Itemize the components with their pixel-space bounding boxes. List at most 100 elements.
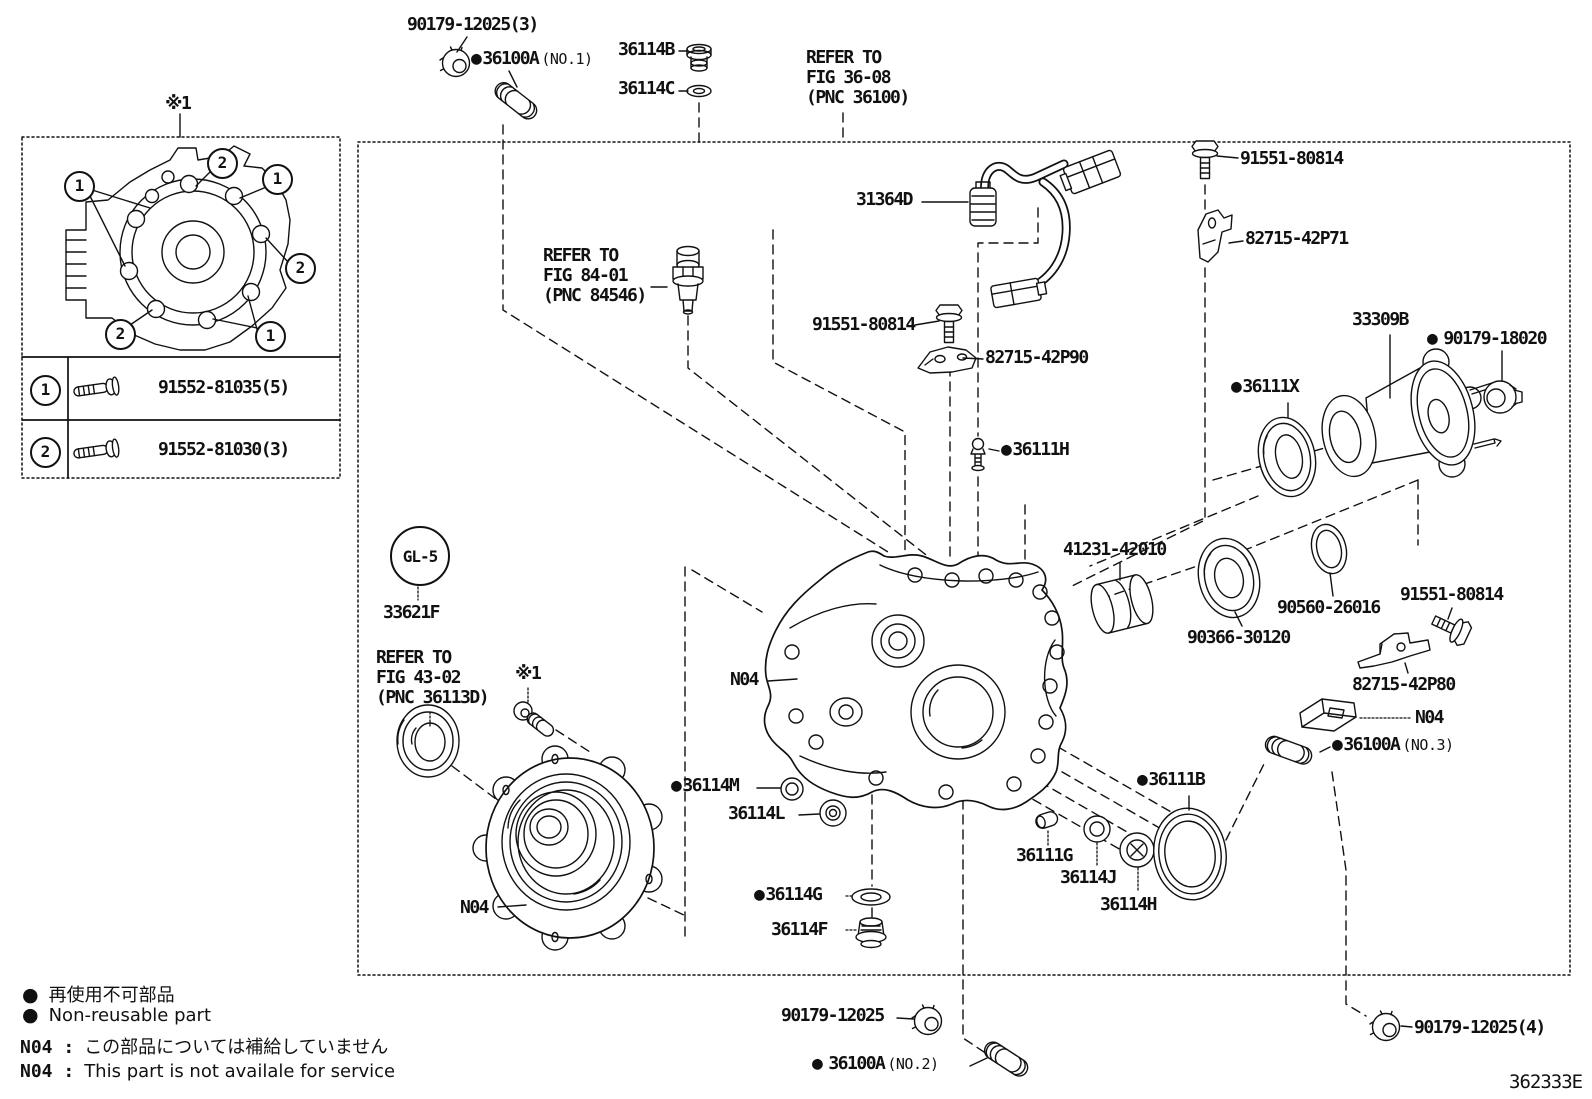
oil-seal-36113d [396, 704, 460, 778]
label-36114l: 36114L [728, 803, 786, 824]
label-n04-housing: N04 [730, 669, 760, 690]
nut-icon [911, 1004, 943, 1036]
label-90179-12025: 90179-12025 [781, 1005, 885, 1026]
non-reusable-dot: ● [754, 884, 765, 905]
bracket-42p80-icon [1357, 632, 1431, 669]
pin-36111g-icon [1035, 811, 1059, 829]
label-90179-18020: ●90179-18020 [1427, 328, 1548, 349]
bracket-42p90-icon [917, 346, 977, 374]
label-36114b: 36114B [618, 39, 676, 60]
leader-lines [417, 36, 1503, 1067]
label-36111h: ●36111H [1001, 440, 1070, 460]
label-91551-80814-top: 91551-80814 [1240, 148, 1344, 169]
label-36111x: ●36111X [1231, 376, 1300, 397]
label-n04-cover: N04 [460, 897, 490, 918]
non-reusable-dot: ● [1137, 769, 1148, 790]
ref-line: FIG 84-01 [543, 265, 629, 286]
breather-n04-icon [1299, 698, 1357, 732]
bolt-star1-icon [513, 701, 555, 737]
part-number: 36100A [1343, 734, 1401, 755]
nut-icon [439, 46, 471, 78]
label-33621f: 33621F [383, 602, 441, 623]
non-reusable-dot: ● [1332, 734, 1343, 755]
part-number: 36100A [828, 1053, 886, 1074]
label-31364d: 31364D [856, 189, 914, 210]
non-reusable-dot: ● [1427, 328, 1438, 349]
label-90179-12025-3: 90179-12025(3) [407, 14, 539, 35]
legend-row-1-part: 91552-81035(5) [158, 377, 290, 398]
callout-bolt-1: 1 [64, 171, 95, 202]
oil-grade-badge: GL-5 [390, 526, 450, 586]
part-number: 36114G [765, 884, 823, 905]
oil-seal-36111b-icon [1153, 807, 1227, 901]
rear-cover [472, 745, 663, 951]
ref-note-fig-84-01: REFER TO FIG 84-01 (PNC 84546) [543, 245, 647, 306]
label-36100a-no1: ●36100A(NO.1) [471, 49, 593, 69]
oil-seal-36111x-icon [1257, 416, 1317, 498]
flange-bolt-icon [935, 304, 963, 344]
label-36111g: 36111G [1016, 845, 1074, 866]
part-number: 36111B [1148, 769, 1206, 790]
washer-90560-icon [1310, 523, 1348, 575]
label-36100a-no3: ●36100A(NO.3) [1332, 735, 1454, 755]
ref-line: REFER TO [376, 647, 452, 668]
ring-36114j-icon [1083, 815, 1111, 843]
part-number: 36114M [682, 775, 740, 796]
label-90560-26016: 90560-26016 [1277, 597, 1381, 618]
legend-row-2-number: 2 [30, 437, 61, 468]
gasket-36114c-icon [686, 84, 712, 98]
label-36114m: ●36114M [671, 775, 740, 796]
label-91551-80814-right: 91551-80814 [1400, 584, 1504, 605]
note-text: 再使用不可部品 [48, 985, 175, 1006]
part-number-suffix: (NO.2) [887, 1055, 939, 1073]
non-reusable-dot: ● [471, 48, 482, 69]
callout-bolt-2: 2 [105, 319, 136, 350]
ref-line: REFER TO [806, 47, 882, 68]
sensor-84546-icon [672, 245, 704, 315]
label-36114c: 36114C [618, 78, 676, 99]
part-number: 90179-18020 [1443, 328, 1547, 349]
label-41231-42010: 41231-42010 [1063, 539, 1167, 560]
label-36114j: 36114J [1060, 867, 1118, 888]
ref-line: REFER TO [543, 245, 619, 266]
plug-36114h-icon [1119, 832, 1155, 868]
callout-bolt-2: 2 [207, 148, 238, 179]
flange-bolt-icon [1427, 607, 1474, 649]
non-reusable-dot: ● [812, 1053, 823, 1074]
ref-line: FIG 36-08 [806, 67, 892, 88]
figure-code: 362333E [1509, 1071, 1583, 1093]
gasket-36114g-icon [851, 888, 891, 906]
non-reusable-dot: ● [671, 775, 682, 796]
transfer-case-housing [763, 550, 1068, 811]
ref-line: (PNC 36100) [806, 87, 910, 108]
note-text: この部品については補給していません [84, 1037, 389, 1058]
callout-bolt-2: 2 [285, 253, 316, 284]
companion-flange-33309b [1321, 348, 1523, 478]
legend-box-border [21, 136, 341, 479]
label-82715-42p90: 82715-42P90 [985, 347, 1089, 368]
label-36114h: 36114H [1100, 894, 1158, 915]
part-number-suffix: (NO.3) [1402, 736, 1454, 754]
non-reusable-dot: ● [1231, 376, 1242, 397]
plug-36114f-icon [855, 917, 887, 949]
note-text: Non-reusable part [48, 1005, 212, 1026]
non-reusable-dot: ● [22, 984, 39, 1006]
part-number: 36111X [1242, 376, 1300, 397]
note-non-reusable-en: ●Non-reusable part [22, 1004, 211, 1026]
legend-row-2-part: 91552-81030(3) [158, 439, 290, 460]
spacer-41231-icon [1090, 574, 1154, 634]
ref-line: (PNC 36113D) [376, 687, 490, 708]
callout-bolt-1: 1 [262, 164, 293, 195]
main-diagram-border [357, 141, 1571, 976]
label-90366-30120: 90366-30120 [1187, 627, 1291, 648]
label-36100a-no2: ●36100A(NO.2) [812, 1054, 939, 1074]
stud-bolt-icon [980, 1038, 1032, 1080]
note-n04-en: N04 :This part is not availale for servi… [20, 1061, 395, 1082]
stud-bolt-icon [1262, 733, 1315, 768]
note-text: This part is not availale for service [84, 1061, 396, 1082]
part-number-suffix: (NO.1) [541, 50, 593, 68]
ref-note-fig-36-08: REFER TO FIG 36-08 (PNC 36100) [806, 47, 910, 108]
nut-icon [1369, 1010, 1401, 1042]
